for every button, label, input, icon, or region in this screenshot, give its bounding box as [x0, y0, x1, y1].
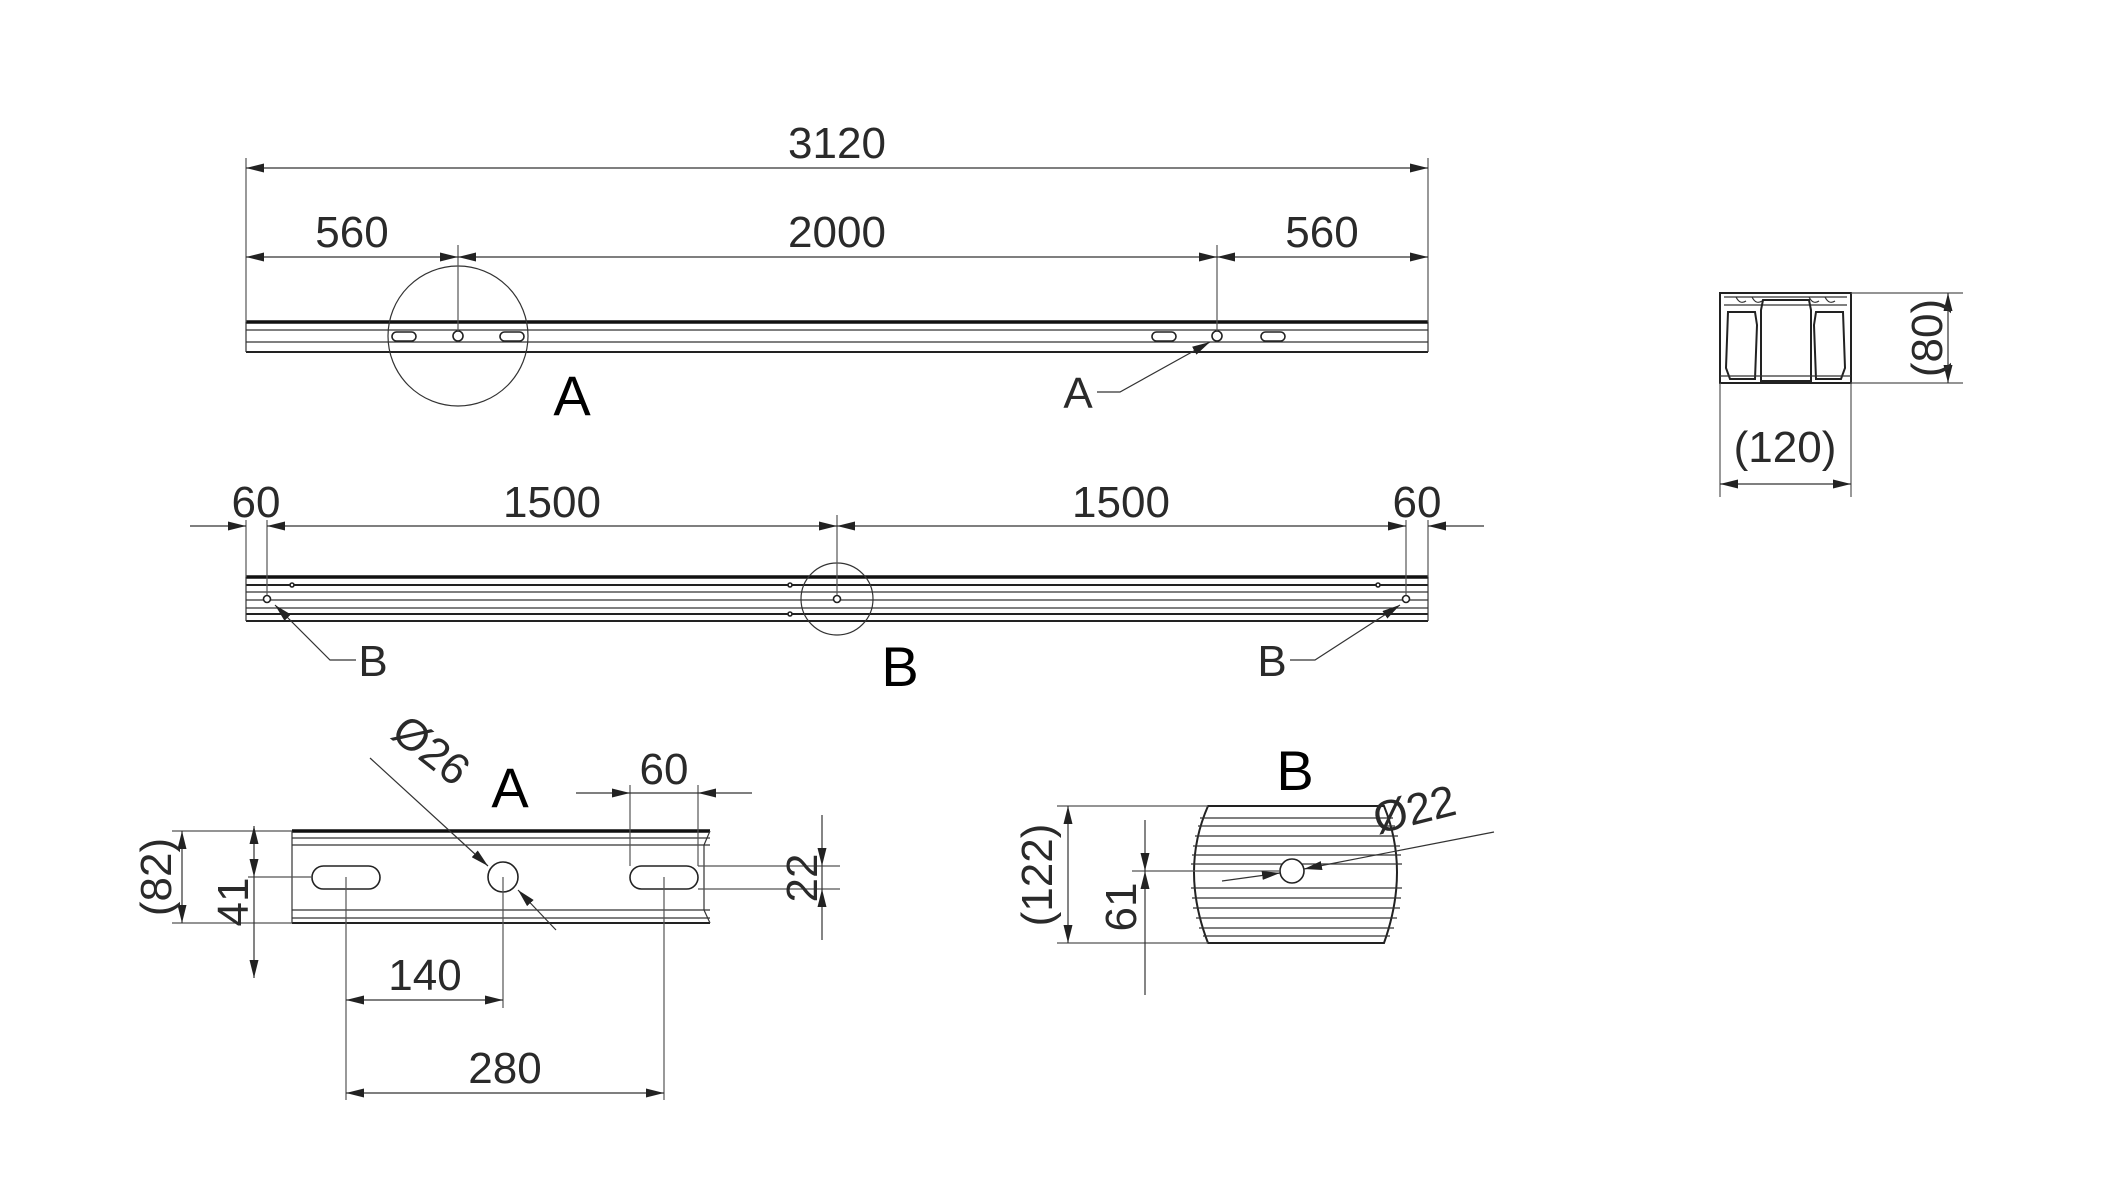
- dim-section-height: (80): [1903, 299, 1952, 377]
- leader-label-b-right: B: [1257, 637, 1286, 686]
- top-view: 3120 560 2000 560 A A: [245, 119, 1429, 427]
- detail-b-callout: B: [881, 635, 918, 698]
- dim-section-width: (120): [1734, 423, 1837, 472]
- dim-detail-a-slot-length: 60: [640, 745, 689, 794]
- dim-overall-length: 3120: [788, 119, 886, 168]
- detail-a-title: A: [491, 756, 529, 819]
- detail-a: A (82) 41: [132, 706, 840, 1100]
- detail-b-title: B: [1276, 739, 1313, 802]
- detail-a-part: [291, 829, 711, 924]
- section-view: (80) (120): [1719, 292, 1963, 497]
- detail-b-part: [1191, 805, 1402, 944]
- detail-a-callout: A: [553, 364, 591, 427]
- side-view: 60 1500 1500 60 B B B: [190, 478, 1484, 698]
- dim-left-offset: 560: [315, 208, 388, 257]
- detail-b: B (122) 61 Ø22: [1013, 739, 1495, 995]
- dim-detail-a-slot-width: 22: [778, 854, 827, 903]
- dim-detail-a-total-height: (82): [132, 838, 181, 916]
- dim-detail-b-half-height: 61: [1097, 883, 1146, 932]
- dim-detail-b-hole-diameter: Ø22: [1368, 776, 1461, 844]
- side-view-bar: [245, 575, 1429, 622]
- dim-right-edge: 60: [1393, 478, 1442, 527]
- dim-detail-b-total-height: (122): [1013, 824, 1062, 927]
- dim-right-offset: 560: [1285, 208, 1358, 257]
- dim-detail-a-hole-offset: 140: [388, 951, 461, 1000]
- dim-detail-a-slot-spacing: 280: [468, 1044, 541, 1093]
- leader-label-a: A: [1063, 369, 1093, 418]
- top-view-bar: [245, 320, 1429, 353]
- leader-label-b-left: B: [358, 637, 387, 686]
- dim-detail-a-half-height: 41: [209, 878, 258, 927]
- dim-detail-a-hole-diameter: Ø26: [383, 706, 479, 796]
- dim-right-span: 1500: [1072, 478, 1170, 527]
- dim-left-span: 1500: [503, 478, 601, 527]
- dim-left-edge: 60: [232, 478, 281, 527]
- dim-center-span: 2000: [788, 208, 886, 257]
